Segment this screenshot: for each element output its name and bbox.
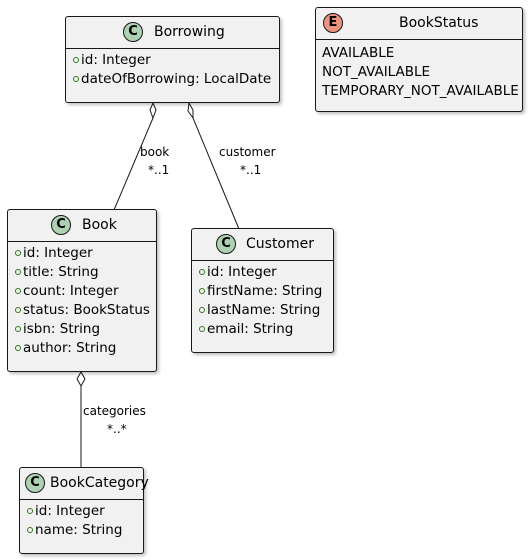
association-line-borrowing-book [113,117,154,211]
public-visibility-icon [199,326,205,332]
class-field: title: String [8,263,156,282]
class-borrowing[interactable]: C Borrowing id: Integer dateOfBorrowing:… [65,16,280,103]
relation-role-customer: customer [219,145,276,159]
public-visibility-icon [73,76,79,82]
public-visibility-icon [27,527,33,533]
class-field: id: Integer [8,244,156,263]
class-field: dateOfBorrowing: LocalDate [66,70,279,89]
public-visibility-icon [199,307,205,313]
class-badge-icon: C [123,22,143,42]
class-badge-icon: C [25,473,45,493]
class-field: author: String [8,339,156,358]
aggregation-diamond [149,101,157,120]
class-name: BookCategory [50,475,149,491]
public-visibility-icon [15,345,21,351]
public-visibility-icon [15,288,21,294]
class-name: Customer [246,236,315,252]
class-bookcategory[interactable]: C BookCategory id: Integer name: String [19,467,149,554]
relation-multiplicity-book: *..1 [148,163,170,177]
enum-bookstatus[interactable]: E BookStatus AVAILABLE NOT_AVAILABLE TEM… [315,7,523,112]
class-name: Book [82,217,117,233]
class-name: Borrowing [154,24,225,40]
relation-role-book: book [140,145,170,159]
class-field: count: Integer [8,282,156,301]
class-customer[interactable]: C Customer id: Integer firstName: String… [191,228,334,353]
class-field: lastName: String [192,301,333,320]
aggregation-diamond [76,370,86,388]
enum-value: NOT_AVAILABLE [322,64,431,80]
class-field: id: Integer [192,263,333,282]
class-field: id: Integer [20,502,143,521]
public-visibility-icon [199,288,205,294]
aggregation-diamond [187,101,194,120]
public-visibility-icon [199,269,205,275]
enum-value: TEMPORARY_NOT_AVAILABLE [322,83,519,99]
relation-multiplicity-categories: *..* [107,422,127,436]
relation-role-categories: categories [83,404,146,418]
class-field: email: String [192,320,333,339]
public-visibility-icon [27,508,33,514]
class-field: firstName: String [192,282,333,301]
class-field: isbn: String [8,320,156,339]
class-badge-icon: C [216,234,236,254]
class-badge-icon: C [51,215,71,235]
public-visibility-icon [73,57,79,63]
relation-multiplicity-customer: *..1 [240,163,262,177]
association-line-borrowing-customer [192,117,240,230]
public-visibility-icon [15,326,21,332]
class-field: name: String [20,521,143,540]
class-field: status: BookStatus [8,301,156,320]
class-field: id: Integer [66,51,279,70]
class-book[interactable]: C Book id: Integer title: String count: … [7,209,157,372]
public-visibility-icon [15,250,21,256]
public-visibility-icon [15,307,21,313]
public-visibility-icon [15,269,21,275]
enum-badge-icon: E [323,13,343,33]
enum-value: AVAILABLE [322,45,395,61]
enum-name: BookStatus [399,15,479,31]
